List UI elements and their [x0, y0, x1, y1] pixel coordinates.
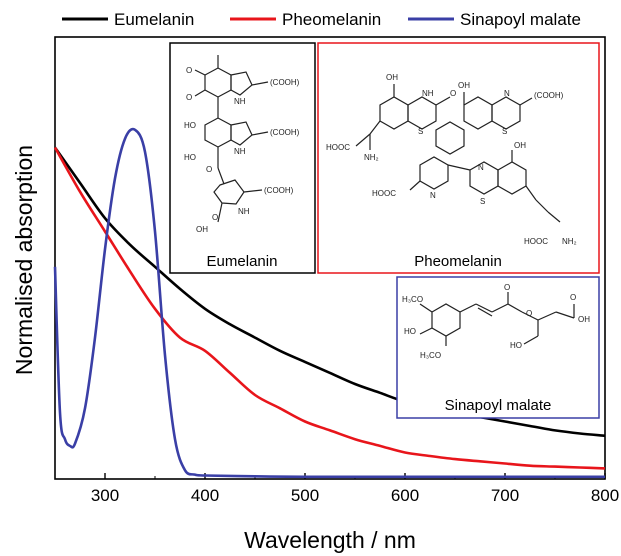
ph-label-n1: N — [504, 89, 510, 98]
x-axis-title: Wavelength / nm — [244, 527, 416, 553]
series-line-pheomelanin — [53, 146, 606, 470]
sm-label-ho: HO — [404, 327, 416, 336]
inset-sinapoyl-caption: Sinapoyl malate — [445, 397, 552, 414]
eu-label-o1: O — [186, 66, 192, 75]
legend: Eumelanin Pheomelanin Sinapoyl malate — [62, 10, 581, 29]
eu-label-o4: O — [212, 213, 218, 222]
ph-label-s2: S — [502, 127, 507, 136]
legend-label-sinapoyl: Sinapoyl malate — [460, 10, 581, 29]
y-axis-title: Normalised absorption — [11, 145, 37, 375]
ph-label-n3: N — [478, 163, 484, 172]
eu-label-ho2: HO — [184, 153, 196, 162]
sm-label-o1: O — [504, 283, 510, 292]
eu-label-nh3: NH — [238, 207, 250, 216]
legend-label-pheomelanin: Pheomelanin — [282, 10, 381, 29]
legend-label-eumelanin: Eumelanin — [114, 10, 194, 29]
eu-label-oh1: OH — [196, 225, 208, 234]
pheomelanin-structure — [355, 84, 561, 223]
inset-sinapoyl: H₃CO HO H₃CO O O HO O OH Sinapoyl malate — [396, 276, 600, 419]
eu-label-nh1: NH — [234, 97, 246, 106]
eumelanin-structure — [194, 55, 269, 223]
eu-label-nh2: NH — [234, 147, 246, 156]
inset-eumelanin-caption: Eumelanin — [207, 253, 278, 270]
ph-label-s1: S — [418, 127, 423, 136]
ph-label-nh2-2: NH₂ — [562, 237, 577, 246]
ph-label-n2: N — [430, 191, 436, 200]
ph-label-hooc3: HOOC — [524, 237, 548, 246]
inset-pheomelanin: OH NH O OH N (COOH) S S HOOC NH₂ HOOC N … — [317, 42, 600, 274]
series-line-eumelanin — [53, 146, 606, 437]
sm-label-o3: O — [570, 293, 576, 302]
eu-label-ho1: HO — [184, 121, 196, 130]
sm-label-h3co2: H₃CO — [420, 351, 441, 360]
eu-label-cooh2: (COOH) — [270, 128, 300, 137]
inset-eumelanin-frame — [169, 42, 316, 274]
sm-label-ho2: HO — [510, 341, 522, 350]
sm-label-o2: O — [526, 309, 532, 318]
inset-pheomelanin-caption: Pheomelanin — [414, 253, 502, 270]
ph-label-oh2: OH — [458, 81, 470, 90]
sm-label-h3co1: H₃CO — [402, 295, 423, 304]
x-tick-label-600: 600 — [391, 486, 419, 505]
sinapoyl-structure — [419, 292, 575, 346]
x-tick-label-500: 500 — [291, 486, 319, 505]
ph-label-nh2-1: NH₂ — [364, 153, 379, 162]
inset-sinapoyl-frame — [396, 276, 600, 419]
ph-label-hooc2: HOOC — [372, 189, 396, 198]
series-group — [53, 127, 606, 479]
inset-pheomelanin-frame — [317, 42, 600, 274]
ph-label-o1: O — [450, 89, 456, 98]
plot-frame — [54, 36, 606, 480]
series-line-sinapoyl-malate — [53, 127, 605, 479]
sm-label-oh: OH — [578, 315, 590, 324]
eu-label-o2: O — [186, 93, 192, 102]
eu-label-o3: O — [206, 165, 212, 174]
x-tick-label-300: 300 — [91, 486, 119, 505]
ph-label-oh3: OH — [514, 141, 526, 150]
ph-label-nh: NH — [422, 89, 434, 98]
ph-label-s3: S — [480, 197, 485, 206]
eu-label-cooh1: (COOH) — [270, 78, 300, 87]
ph-label-cooh: (COOH) — [534, 91, 564, 100]
x-tick-label-400: 400 — [191, 486, 219, 505]
ph-label-hooc1: HOOC — [326, 143, 350, 152]
eu-label-cooh3: (COOH) — [264, 186, 294, 195]
x-tick-label-700: 700 — [491, 486, 519, 505]
x-tick-label-800: 800 — [591, 486, 619, 505]
inset-eumelanin: O O NH (COOH) HO HO NH (COOH) O NH (COOH… — [169, 42, 316, 274]
ph-label-oh1: OH — [386, 73, 398, 82]
